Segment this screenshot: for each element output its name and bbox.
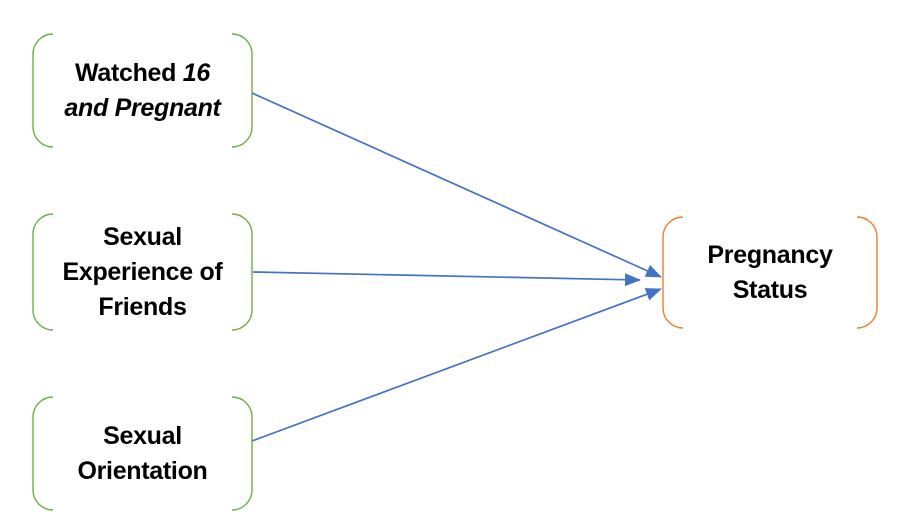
edge-friends-to-outcome [252,271,641,287]
node-friends-line1: Sexual [103,222,182,251]
node-outcome-line2: Status [732,275,808,304]
node-orientation-line1: Sexual [103,421,182,450]
node-watched-16-and-pregnant: Watched 16 and Pregnant [33,34,252,147]
node-orientation-line2: Orientation [77,456,208,485]
outcome-node-left-bracket [662,216,684,329]
node-pregnancy-status: Pregnancy Status [663,217,877,328]
node-watched-line1: Watched 16 [74,58,211,87]
node-friends-line3: Friends [98,292,187,321]
watched-node-right-bracket [231,33,253,148]
node-friends-line2: Experience of [62,257,223,286]
edge-watched-to-outcome [251,92,662,278]
outcome-node-right-bracket [856,216,878,329]
node-sexual-orientation: Sexual Orientation [33,397,252,510]
watched-node-left-bracket [32,33,54,148]
orientation-node-left-bracket [32,396,54,511]
node-outcome-line1: Pregnancy [707,240,833,269]
node-watched-line2: and Pregnant [64,93,221,122]
friends-node-right-bracket [231,213,253,331]
node-sexual-experience-of-friends: Sexual Experience of Friends [33,214,252,330]
edge-orientation-to-outcome [251,288,662,442]
friends-node-left-bracket [32,213,54,331]
orientation-node-right-bracket [231,396,253,511]
